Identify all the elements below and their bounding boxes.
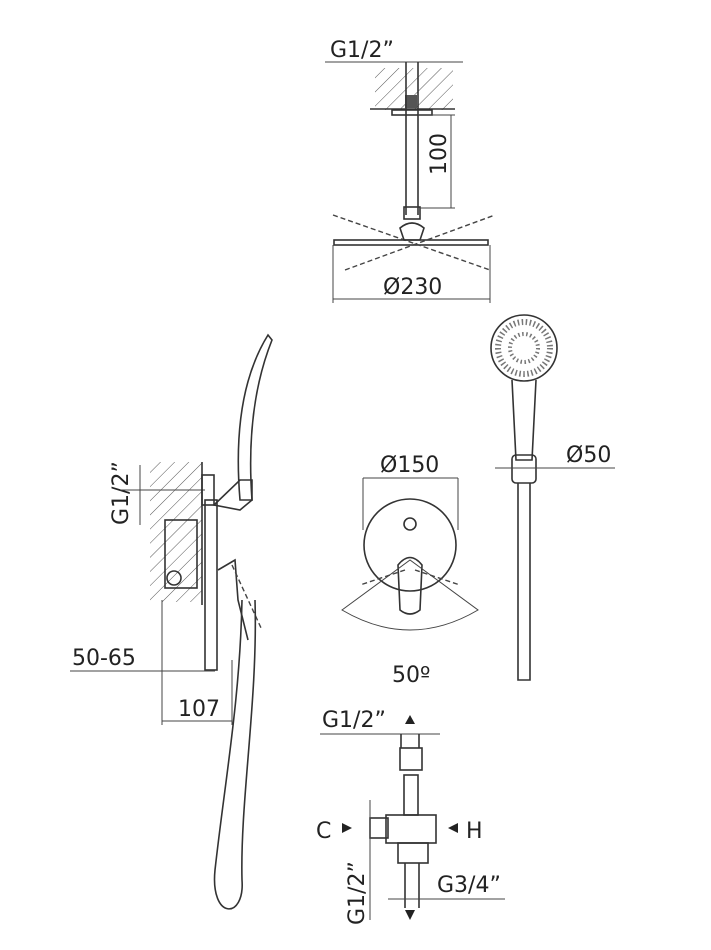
- cold-inlet-label: C: [316, 819, 331, 844]
- ceiling-thread-label: G1/2”: [330, 38, 394, 63]
- outlet-arrow-icon: [405, 910, 415, 920]
- hand-shower-view: Ø50: [490, 314, 615, 681]
- ceiling-shower-view: G1/2” 100 Ø230: [325, 38, 496, 303]
- valve-bottom-thread-label: G3/4”: [437, 873, 501, 898]
- thread-fitting: [405, 95, 417, 108]
- hot-inlet-label: H: [466, 819, 483, 844]
- head-diameter-label: Ø230: [383, 275, 442, 300]
- hand-head-diameter-label: Ø50: [566, 443, 611, 468]
- hot-arrow-icon: [448, 823, 458, 833]
- hand-shower: [237, 333, 273, 501]
- front-view: Ø150 50º: [341, 453, 479, 688]
- arm-length-label: 100: [427, 133, 452, 175]
- side-view: G1/2” 50-65 107: [70, 333, 273, 910]
- lever-angle-label: 50º: [392, 663, 430, 688]
- plate-diameter-label: Ø150: [380, 453, 439, 478]
- valve-side-thread-label: G1/2”: [345, 861, 370, 925]
- valve-top-thread-label: G1/2”: [322, 708, 386, 733]
- valve-body: [164, 519, 198, 589]
- hand-shower-head: [490, 314, 558, 382]
- lever-handle: [397, 556, 423, 615]
- hand-shower-holder: [212, 479, 253, 511]
- shower-hose: [213, 599, 257, 910]
- cold-arrow-icon: [342, 823, 352, 833]
- valve-body-view: G1/2” C H G1/2” G3/4”: [316, 708, 505, 925]
- side-thread-label: G1/2”: [109, 461, 134, 525]
- projection-label: 107: [178, 697, 220, 722]
- valve-mixer-body: [385, 814, 437, 844]
- wall-hatch: [150, 462, 202, 602]
- cover-plate: [363, 498, 457, 592]
- wall-bracket: [511, 454, 537, 484]
- depth-range-label: 50-65: [72, 646, 136, 671]
